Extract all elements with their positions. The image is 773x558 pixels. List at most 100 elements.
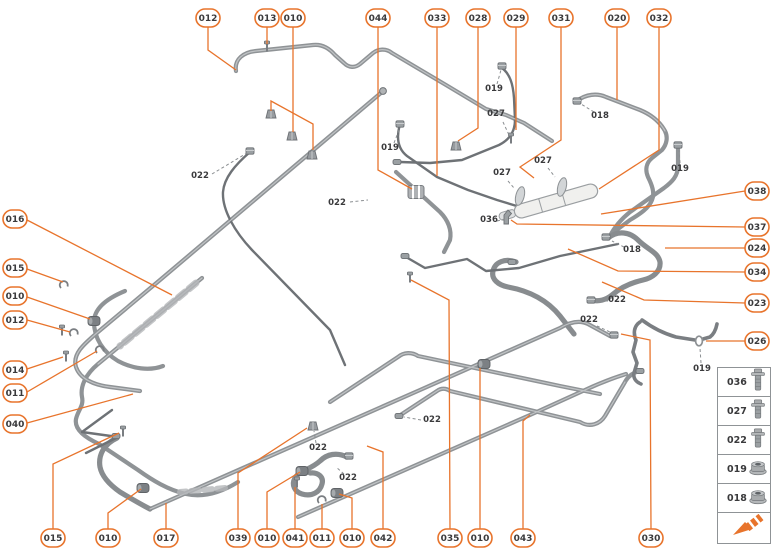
leader-line-010 xyxy=(26,296,91,320)
callout-badge[interactable] xyxy=(254,8,280,28)
callout-badge[interactable] xyxy=(365,8,391,28)
hose-026-arm xyxy=(640,318,719,342)
callout-041[interactable]: 041 xyxy=(282,528,308,548)
callout-label: 020 xyxy=(608,14,627,24)
dashed-leader-027-5 xyxy=(507,180,515,189)
callout-032[interactable]: 032 xyxy=(646,8,672,28)
callout-010[interactable]: 010 xyxy=(95,528,121,548)
callout-016[interactable]: 016 xyxy=(2,209,28,229)
callout-badge[interactable] xyxy=(548,8,574,28)
callout-badge[interactable] xyxy=(2,286,28,306)
callout-033[interactable]: 033 xyxy=(424,8,450,28)
callout-badge[interactable] xyxy=(467,528,493,548)
callout-039[interactable]: 039 xyxy=(225,528,251,548)
callout-011[interactable]: 011 xyxy=(309,528,335,548)
callout-010[interactable]: 010 xyxy=(467,528,493,548)
callout-badge[interactable] xyxy=(2,414,28,434)
callout-badge[interactable] xyxy=(744,331,770,351)
leader-line-043 xyxy=(522,414,531,529)
nut-icon xyxy=(747,484,769,512)
callout-011[interactable]: 011 xyxy=(2,383,28,403)
callout-label: 012 xyxy=(6,316,25,326)
dashed-leader-036-9 xyxy=(496,218,506,222)
callout-badge[interactable] xyxy=(2,310,28,330)
callout-badge[interactable] xyxy=(646,8,672,28)
legend-row-label: 022 xyxy=(727,434,747,446)
callout-010[interactable]: 010 xyxy=(2,286,28,306)
callout-035[interactable]: 035 xyxy=(437,528,463,548)
callout-label: 032 xyxy=(650,14,669,24)
callout-badge[interactable] xyxy=(744,262,770,282)
callout-badge[interactable] xyxy=(153,528,179,548)
callout-014[interactable]: 014 xyxy=(2,360,28,380)
callout-label: 015 xyxy=(44,534,63,544)
callout-031[interactable]: 031 xyxy=(548,8,574,28)
callout-badge[interactable] xyxy=(744,181,770,201)
hook-part xyxy=(68,328,79,337)
callout-badge[interactable] xyxy=(339,528,365,548)
nut-part xyxy=(673,141,683,149)
arrow-icon xyxy=(731,513,765,542)
callout-010[interactable]: 010 xyxy=(339,528,365,548)
callout-013[interactable]: 013 xyxy=(254,8,280,28)
callout-badge[interactable] xyxy=(370,528,396,548)
callout-040[interactable]: 040 xyxy=(2,414,28,434)
callout-badge[interactable] xyxy=(309,528,335,548)
callout-badge[interactable] xyxy=(744,238,770,258)
tube-network xyxy=(73,42,719,520)
callout-012[interactable]: 012 xyxy=(195,8,221,28)
callout-028[interactable]: 028 xyxy=(465,8,491,28)
leader-line-010 xyxy=(107,488,142,529)
callout-037[interactable]: 037 xyxy=(744,217,770,237)
callout-label: 041 xyxy=(286,534,305,544)
part-label-019: 019 xyxy=(693,364,711,374)
leader-line-032 xyxy=(598,27,660,190)
callout-label: 014 xyxy=(6,366,25,376)
callout-badge[interactable] xyxy=(2,209,28,229)
callout-badge[interactable] xyxy=(638,528,664,548)
grommet-part xyxy=(295,466,309,476)
callout-badge[interactable] xyxy=(195,8,221,28)
callout-badge[interactable] xyxy=(437,528,463,548)
callout-badge[interactable] xyxy=(40,528,66,548)
callout-badge[interactable] xyxy=(280,8,306,28)
callout-badge[interactable] xyxy=(604,8,630,28)
callout-010[interactable]: 010 xyxy=(254,528,280,548)
callout-badge[interactable] xyxy=(744,217,770,237)
callout-042[interactable]: 042 xyxy=(370,528,396,548)
callout-029[interactable]: 029 xyxy=(503,8,529,28)
callout-badge[interactable] xyxy=(510,528,536,548)
callout-badge[interactable] xyxy=(225,528,251,548)
callout-badge[interactable] xyxy=(282,528,308,548)
callout-badge[interactable] xyxy=(254,528,280,548)
callout-023[interactable]: 023 xyxy=(744,293,770,313)
callout-badge[interactable] xyxy=(465,8,491,28)
callout-015[interactable]: 015 xyxy=(2,258,28,278)
callout-badge[interactable] xyxy=(2,258,28,278)
callout-044[interactable]: 044 xyxy=(365,8,391,28)
callout-043[interactable]: 043 xyxy=(510,528,536,548)
callout-badge[interactable] xyxy=(424,8,450,28)
callout-026[interactable]: 026 xyxy=(744,331,770,351)
callout-badge[interactable] xyxy=(2,360,28,380)
callout-038[interactable]: 038 xyxy=(744,181,770,201)
callout-012[interactable]: 012 xyxy=(2,310,28,330)
callout-024[interactable]: 024 xyxy=(744,238,770,258)
callout-badge[interactable] xyxy=(744,293,770,313)
callout-badge[interactable] xyxy=(2,383,28,403)
callout-label: 042 xyxy=(374,534,393,544)
clip-part xyxy=(307,421,319,431)
callout-010[interactable]: 010 xyxy=(280,8,306,28)
callout-017[interactable]: 017 xyxy=(153,528,179,548)
callout-label: 010 xyxy=(284,14,303,24)
callout-020[interactable]: 020 xyxy=(604,8,630,28)
callout-badge[interactable] xyxy=(503,8,529,28)
callout-034[interactable]: 034 xyxy=(744,262,770,282)
callout-030[interactable]: 030 xyxy=(638,528,664,548)
callout-label: 044 xyxy=(369,14,388,24)
callout-label: 028 xyxy=(469,14,488,24)
callout-label: 016 xyxy=(6,215,25,225)
callout-badge[interactable] xyxy=(95,528,121,548)
callout-015[interactable]: 015 xyxy=(40,528,66,548)
